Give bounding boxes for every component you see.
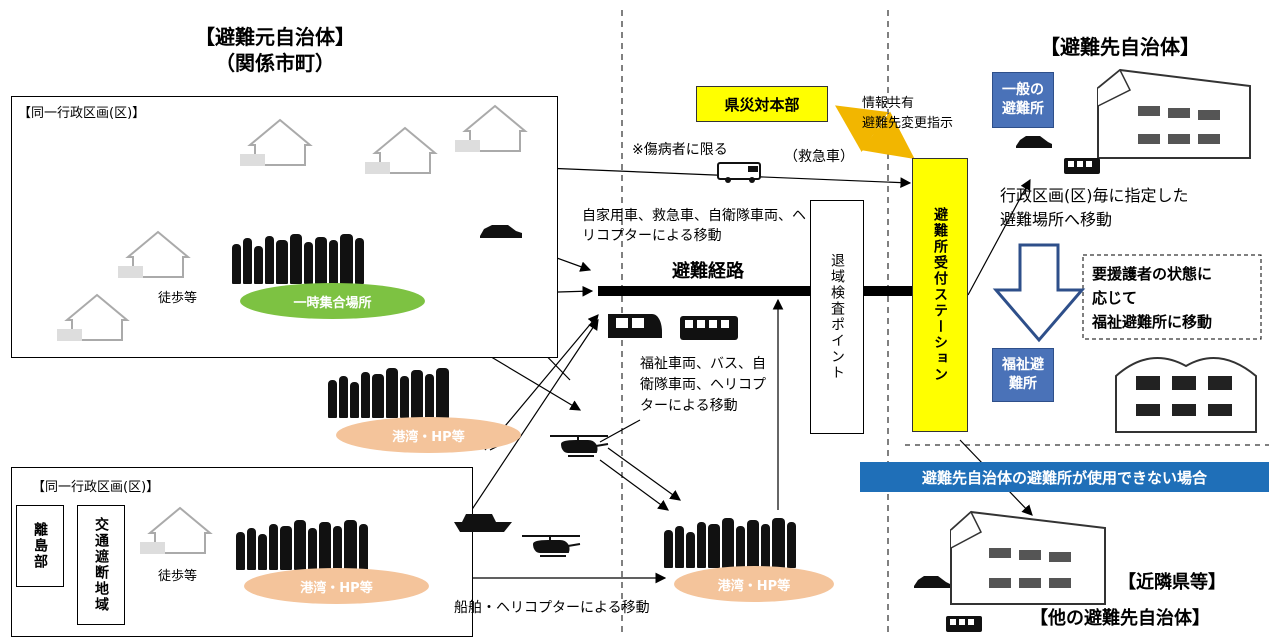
prefecture-hq: 県災対本部	[696, 86, 828, 122]
source-title-line1: 【避難元自治体】	[195, 25, 355, 49]
move-text-line1: 行政区画(区)毎に指定した	[1000, 186, 1189, 205]
house-icon	[57, 293, 130, 341]
move-text: 行政区画(区)毎に指定した 避難場所へ移動	[1000, 184, 1189, 232]
welfare-vehicle-icon	[608, 314, 662, 338]
injured-only-note: ※傷病者に限る	[632, 142, 728, 158]
source-municipality-title: 【避難元自治体】 （関係市町）	[170, 24, 380, 76]
blocked-area-label: 交通遮断地域	[77, 505, 125, 625]
heli-to-port-arrow	[607, 447, 681, 501]
info-share-label-1: 情報共有	[862, 96, 915, 111]
neighbor-prefecture-label: 【近隣県等】	[1118, 572, 1226, 593]
crowd-icon	[328, 366, 449, 418]
inspection-point: 退域検査ポイント	[810, 200, 864, 434]
move-text-line2: 避難場所へ移動	[1000, 210, 1113, 229]
general-shelter-badge: 一般の避難所	[992, 72, 1054, 128]
destination-municipality-title: 【避難先自治体】	[1040, 35, 1200, 59]
car-icon	[914, 576, 950, 588]
house-icon	[118, 230, 191, 278]
ambulance-label: （救急車）	[784, 149, 854, 165]
reception-station: 避難所受付ステーション	[912, 158, 968, 432]
bus-icon	[680, 316, 738, 340]
crowd-icon	[236, 518, 368, 570]
welfare-shelter-text: 福祉避難所	[1002, 357, 1044, 392]
admin-area-label-1: 【同一行政区画(区)】	[18, 106, 146, 121]
crowd-icon	[664, 516, 796, 568]
house-icon	[240, 118, 313, 166]
care-text-line1: 要援護者の状態に	[1092, 265, 1213, 283]
ship-heli-label: 船舶・ヘリコプターによる移動	[454, 600, 650, 616]
info-share-label-2: 避難先変更指示	[862, 116, 954, 131]
car-icon	[480, 225, 522, 238]
shelter-unavailable-banner: 避難先自治体の避難所が使用できない場合	[860, 462, 1269, 492]
car-icon	[1016, 136, 1052, 148]
down-arrow-icon	[992, 243, 1086, 343]
house-icon	[365, 126, 438, 174]
walk-label-1: 徒歩等	[158, 291, 198, 306]
welfare-shelter-badge: 福祉避難所	[992, 348, 1054, 402]
admin-area-label-2: 【同一行政区画(区)】	[32, 480, 160, 495]
care-move-text: 要援護者の状態に 応じて 福祉避難所に移動	[1092, 262, 1212, 334]
ambulance-icon	[717, 162, 761, 183]
welfare-shelter-building-icon	[1115, 357, 1257, 433]
ambulance-arrow	[519, 166, 912, 189]
shelter-building-icon	[1097, 68, 1251, 159]
port-area-1: 港湾・HP等	[336, 417, 521, 453]
evacuation-route-label: 避難経路	[672, 261, 744, 282]
reception-to-general-arrow	[967, 178, 1031, 296]
general-shelter-text: 一般の避難所	[1002, 82, 1044, 117]
other-municipality-label: 【他の避難先自治体】	[1030, 608, 1210, 629]
walk-label-2: 徒歩等	[158, 569, 198, 584]
welfare-transport-label: 福祉車両、バス、自衛隊車両、ヘリコプターによる移動	[640, 356, 766, 414]
house-icon	[455, 104, 528, 152]
neighbor-shelter-building-icon	[950, 510, 1106, 605]
care-text-line2: 応じて	[1092, 289, 1138, 307]
port-area-2: 港湾・HP等	[244, 568, 429, 604]
source-title-line2: （関係市町）	[215, 51, 335, 75]
bus-icon	[946, 616, 982, 632]
care-text-line3: 福祉避難所に移動	[1092, 313, 1213, 331]
boat-to-route-arrow	[454, 319, 599, 536]
evacuation-route-bar	[598, 286, 912, 296]
temporary-assembly-area: 一時集合場所	[240, 283, 425, 319]
bus-icon	[1064, 158, 1100, 174]
helicopter-icon	[522, 535, 581, 557]
crowd-icon	[232, 232, 364, 284]
port-area-3: 港湾・HP等	[674, 566, 834, 602]
house-icon	[140, 506, 213, 554]
island-label: 離島部	[16, 505, 64, 587]
helicopter-icon	[550, 435, 609, 457]
ship-icon	[454, 514, 512, 532]
care-text-box	[1082, 254, 1262, 340]
vehicle-transport-label: 自家用車、救急車、自衛隊車両、ヘリコプターによる移動	[582, 208, 806, 244]
